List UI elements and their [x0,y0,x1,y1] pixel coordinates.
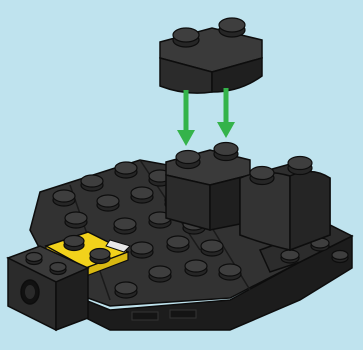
middle-bricks [166,143,250,231]
